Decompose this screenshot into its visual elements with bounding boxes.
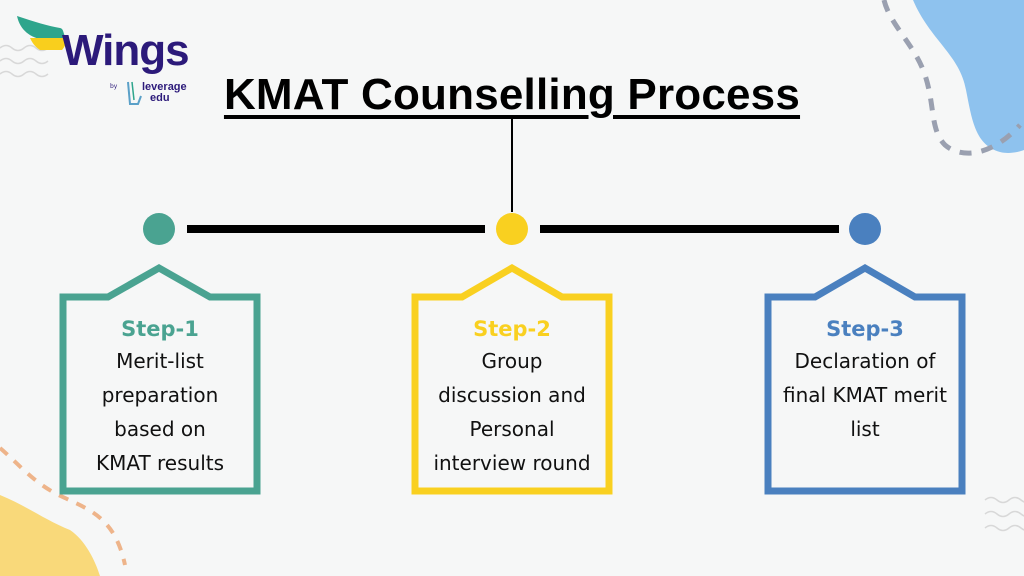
page-title: KMAT Counselling Process (0, 70, 1024, 120)
logo-partner-line2: edu (150, 92, 170, 104)
wavy-lines-left (0, 44, 49, 78)
step-2-label: Step-2 (473, 317, 551, 341)
timeline-node-step-2 (496, 213, 528, 245)
step-1-label: Step-1 (121, 317, 199, 341)
timeline-node-step-3 (849, 213, 881, 245)
logo-by-text: by (110, 83, 118, 90)
step-3-label: Step-3 (826, 317, 904, 341)
step-3-desc-line: final KMAT merit (783, 383, 947, 407)
dashed-curve-bottom-left (0, 446, 127, 566)
step-3-desc-line: list (850, 417, 880, 441)
step-1-desc-line: Merit-list (116, 349, 204, 373)
step-3-card: Step-3 Declaration of final KMAT merit l… (770, 314, 960, 446)
timeline-bar-right (540, 225, 839, 233)
step-2-desc-line: Group (481, 349, 543, 373)
wavy-lines-right (984, 496, 1024, 532)
yellow-blob-shape (0, 495, 100, 576)
step-2-desc-line: interview round (433, 451, 591, 475)
logo-wing-yellow (30, 38, 68, 50)
wings-logo-text: Wings (62, 26, 190, 75)
step-3-desc-line: Declaration of (794, 349, 936, 373)
blue-blob-shape (913, 0, 1024, 153)
step-2-box-frame (411, 263, 613, 495)
leverage-logo-mark (127, 81, 142, 105)
timeline-node-step-1 (143, 213, 175, 245)
page-title-text: KMAT Counselling Process (223, 70, 801, 119)
step-1-box-frame (59, 263, 261, 495)
logo-wing-teal (17, 16, 68, 40)
step-1-desc-line: preparation (101, 383, 219, 407)
step-1-desc-line: based on (114, 417, 206, 441)
step-2-card: Step-2 Group discussion and Personal int… (417, 314, 607, 480)
step-3-box-frame (764, 263, 966, 495)
logo-partner-line1: leverage (142, 81, 187, 93)
step-1-desc-line: KMAT results (95, 451, 225, 475)
timeline-bar-left (187, 225, 485, 233)
step-2-desc-line: discussion and (438, 383, 586, 407)
step-2-desc-line: Personal (469, 417, 555, 441)
step-1-card: Step-1 Merit-list preparation based on K… (65, 314, 255, 480)
